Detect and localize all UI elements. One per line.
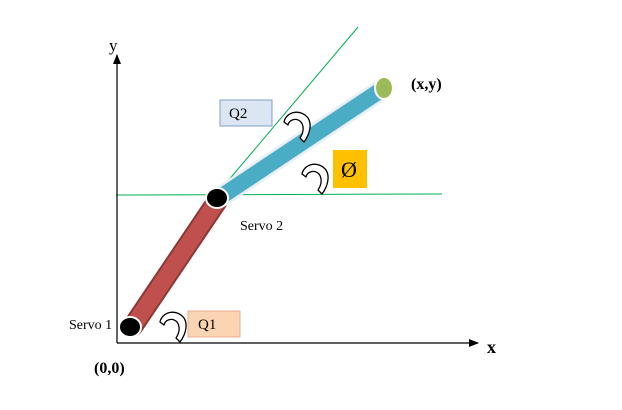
end-effector-label: (x,y) [411, 76, 442, 93]
phi-angle-arc [301, 163, 329, 195]
phi-label: Ø [341, 157, 357, 182]
q2-label: Q2 [229, 106, 247, 122]
servo-2-joint [205, 187, 229, 209]
q1-angle-arc [159, 311, 187, 343]
q1-label: Q1 [198, 317, 216, 333]
end-effector [374, 76, 394, 100]
link-2 [211, 77, 395, 207]
q2-angle-arc [283, 111, 311, 143]
servo-2-label: Servo 2 [240, 219, 283, 234]
horizontal-reference-line [115, 193, 443, 196]
servo-1-joint [118, 316, 142, 338]
link1-extension-line [221, 26, 359, 189]
q1-label-box [187, 310, 241, 338]
q2-label-box [219, 99, 273, 127]
x-axis-label: x [487, 337, 496, 357]
y-axis-label: y [109, 36, 118, 55]
phi-label-box [333, 150, 367, 188]
link-1 [122, 189, 229, 337]
servo-1-label: Servo 1 [69, 318, 112, 333]
origin-label: (0,0) [94, 360, 125, 377]
